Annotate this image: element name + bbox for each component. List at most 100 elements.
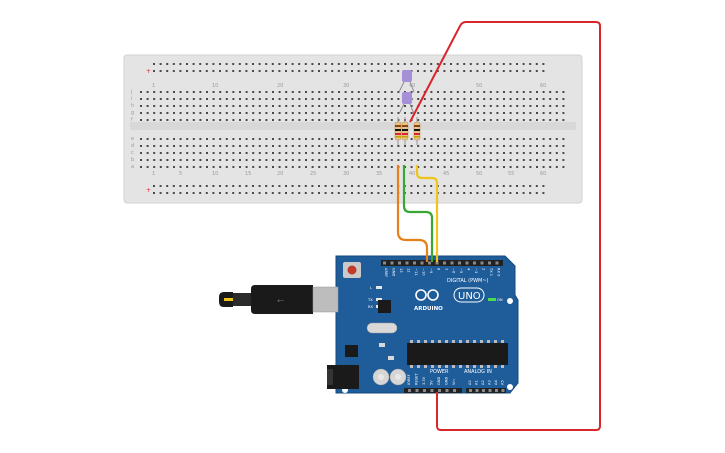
breadboard-hole bbox=[377, 105, 380, 107]
rail-hole bbox=[516, 70, 518, 72]
rail-hole bbox=[271, 185, 274, 187]
header-pin[interactable] bbox=[480, 261, 484, 265]
breadboard-hole bbox=[443, 166, 446, 168]
header-pin[interactable] bbox=[458, 261, 461, 265]
rail-hole bbox=[337, 63, 340, 65]
header-pin[interactable] bbox=[450, 261, 454, 265]
breadboard-hole bbox=[489, 112, 492, 114]
breadboard-hole bbox=[206, 145, 208, 147]
breadboard-hole bbox=[192, 91, 195, 93]
header-pin[interactable] bbox=[435, 261, 439, 265]
rail-hole bbox=[423, 192, 426, 194]
header-pin[interactable] bbox=[445, 389, 449, 392]
rail-hole bbox=[370, 185, 373, 187]
rail-hole bbox=[304, 192, 307, 194]
breadboard-hole bbox=[278, 112, 281, 114]
header-pin[interactable] bbox=[475, 389, 479, 392]
breadboard-hole bbox=[450, 91, 453, 93]
rail-hole bbox=[291, 185, 294, 187]
breadboard-hole bbox=[199, 138, 202, 140]
breadboard-hole bbox=[252, 145, 255, 147]
header-pin[interactable] bbox=[423, 389, 426, 392]
header-pin[interactable] bbox=[495, 261, 499, 265]
breadboard-hole bbox=[252, 91, 255, 93]
header-pin[interactable] bbox=[413, 261, 416, 265]
breadboard-hole bbox=[470, 166, 472, 168]
breadboard-hole bbox=[562, 105, 565, 107]
rail-hole bbox=[212, 192, 215, 194]
breadboard-hole bbox=[344, 112, 347, 114]
rail-hole bbox=[318, 63, 320, 65]
header-pin[interactable] bbox=[443, 261, 446, 265]
breadboard-hole bbox=[351, 112, 354, 114]
breadboard-hole bbox=[186, 112, 189, 114]
wire-yellow[interactable] bbox=[415, 165, 439, 262]
digital-pin-label: ~3 bbox=[474, 268, 478, 273]
digital-pin-label: 12 bbox=[407, 268, 411, 273]
breadboard-hole bbox=[549, 98, 552, 100]
breadboard-hole bbox=[291, 152, 294, 154]
wire-green[interactable] bbox=[402, 165, 434, 262]
header-pin[interactable] bbox=[469, 389, 472, 392]
header-pin[interactable] bbox=[383, 261, 386, 265]
breadboard-hole bbox=[522, 152, 525, 154]
breadboard-hole bbox=[417, 166, 420, 168]
rail-hole bbox=[417, 70, 419, 72]
header-pin[interactable] bbox=[473, 261, 476, 265]
breadboard-hole bbox=[423, 119, 426, 121]
led-2[interactable] bbox=[398, 92, 415, 115]
wire-orange[interactable] bbox=[396, 165, 429, 262]
header-pin[interactable] bbox=[453, 389, 456, 392]
breadboard-hole bbox=[384, 91, 387, 93]
resistor-3[interactable] bbox=[413, 117, 421, 145]
breadboard-hole bbox=[324, 91, 327, 93]
header-pin[interactable] bbox=[495, 389, 498, 392]
rail-hole bbox=[258, 185, 261, 187]
rail-hole bbox=[179, 70, 182, 72]
header-pin[interactable] bbox=[501, 389, 505, 392]
rail-hole bbox=[496, 63, 499, 65]
breadboard-hole bbox=[166, 119, 169, 121]
header-pin[interactable] bbox=[465, 261, 469, 265]
rail-hole bbox=[219, 192, 221, 194]
breadboard-hole bbox=[298, 105, 301, 107]
header-pin[interactable] bbox=[398, 261, 401, 265]
header-pin[interactable] bbox=[415, 389, 419, 392]
header-pin[interactable] bbox=[482, 389, 485, 392]
wire-red[interactable] bbox=[409, 21, 601, 431]
header-pin[interactable] bbox=[428, 261, 431, 265]
wires[interactable] bbox=[396, 21, 601, 431]
header-pin[interactable] bbox=[390, 261, 394, 265]
header-pin[interactable] bbox=[408, 389, 411, 392]
rail-hole bbox=[377, 63, 380, 65]
breadboard-hole bbox=[186, 159, 189, 161]
led-1[interactable] bbox=[398, 70, 415, 93]
breadboard-hole bbox=[562, 119, 565, 121]
breadboard-hole bbox=[529, 98, 532, 100]
rail-hole bbox=[219, 70, 221, 72]
breadboard-hole bbox=[153, 112, 156, 114]
header-pin[interactable] bbox=[430, 389, 434, 392]
breadboard-hole bbox=[430, 159, 433, 161]
resistor-1[interactable] bbox=[394, 117, 402, 145]
digital-pin-label: 8 bbox=[437, 268, 441, 271]
breadboard-hole bbox=[206, 138, 208, 140]
usb-cable[interactable]: ⭠ bbox=[219, 285, 339, 314]
header-pin[interactable] bbox=[420, 261, 424, 265]
breadboard-hole bbox=[456, 152, 459, 154]
header-pin[interactable] bbox=[438, 389, 441, 392]
header-pin[interactable] bbox=[488, 389, 492, 392]
breadboard-hole bbox=[212, 105, 215, 107]
rail-hole bbox=[516, 192, 518, 194]
rail-hole bbox=[258, 63, 261, 65]
rail-plus-marker: + bbox=[146, 68, 151, 75]
capacitor-top bbox=[395, 374, 401, 380]
resistor-2[interactable] bbox=[401, 117, 409, 145]
breadboard-hole bbox=[384, 145, 387, 147]
breadboard-hole bbox=[371, 119, 373, 121]
breadboard[interactable]: 1 10 20 30 40 50 60 1 5 10 15 20 25 30 3… bbox=[123, 54, 583, 204]
header-pin[interactable] bbox=[488, 261, 491, 265]
breadboard-hole bbox=[357, 98, 360, 100]
header-pin[interactable] bbox=[405, 261, 409, 265]
